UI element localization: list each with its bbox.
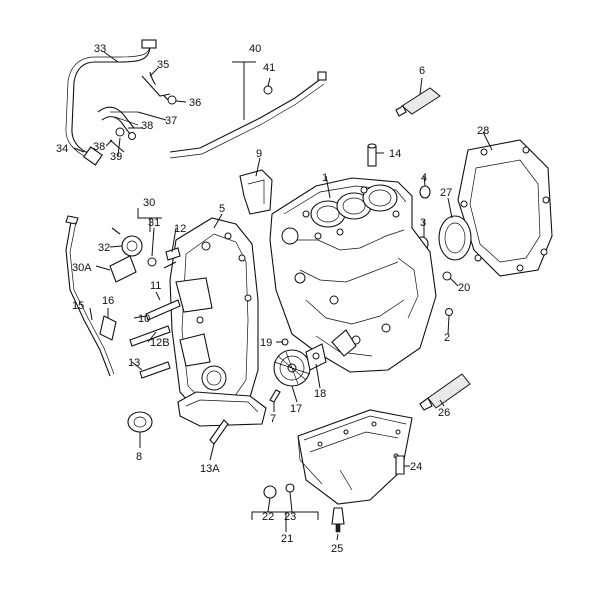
callout-9: 9: [256, 148, 262, 160]
breather-hose-assembly[interactable]: [65, 39, 177, 166]
callout-14: 14: [389, 148, 401, 160]
callout-20: 20: [458, 282, 470, 294]
sensor-bracket-9[interactable]: [239, 169, 273, 215]
callout-15: 15: [72, 300, 84, 312]
callout-36: 36: [189, 97, 201, 109]
callout-1: 1: [322, 172, 328, 184]
callout-25: 25: [331, 543, 343, 555]
callout-32: 32: [98, 242, 110, 254]
sealant-tube-26[interactable]: [419, 373, 471, 411]
callout-41: 41: [263, 62, 275, 74]
oil-dipstick[interactable]: [65, 215, 115, 377]
callout-39: 39: [110, 151, 122, 163]
bolt-24[interactable]: [395, 455, 405, 475]
callout-17: 17: [290, 403, 302, 415]
oil-pan[interactable]: [297, 409, 413, 505]
callout-8: 8: [136, 451, 142, 463]
callout-27: 27: [440, 187, 452, 199]
housing-30[interactable]: [109, 227, 181, 283]
callout-31: 31: [148, 217, 160, 229]
callout-13a: 13A: [200, 463, 220, 475]
callout-37: 37: [165, 115, 177, 127]
callout-40: 40: [249, 43, 261, 55]
callout-35: 35: [157, 59, 169, 71]
callout-18: 18: [314, 388, 326, 400]
lower-timing-cover[interactable]: [177, 391, 267, 427]
callout-30a: 30A: [72, 262, 92, 274]
callout-23: 23: [284, 511, 296, 523]
callout-13: 13: [128, 357, 140, 369]
callout-28: 28: [477, 125, 489, 137]
callout-7: 7: [270, 413, 276, 425]
bolt-2-20[interactable]: [442, 271, 453, 316]
callout-19: 19: [260, 337, 272, 349]
drain-plug-22-23[interactable]: [263, 483, 295, 499]
sensor-25[interactable]: [331, 507, 345, 533]
callout-12: 12: [174, 223, 186, 235]
leader-lines: [73, 51, 493, 541]
callout-6: 6: [419, 65, 425, 77]
bolt-group-timing-cover[interactable]: [129, 261, 281, 445]
callout-3: 3: [420, 217, 426, 229]
callout-2: 2: [444, 332, 450, 344]
callout-4: 4: [421, 172, 427, 184]
callout-labels: 33 35 36 37 38 38 39 34 40 41 6 28 14 9 …: [56, 43, 489, 555]
callout-38-top: 38: [141, 120, 153, 132]
callout-21: 21: [281, 533, 293, 545]
callout-11: 11: [150, 280, 161, 292]
rear-cover-plate[interactable]: [457, 139, 553, 277]
sealant-tube-6[interactable]: [395, 87, 441, 117]
dipstick-guide-16[interactable]: [99, 315, 117, 341]
tensioner-18[interactable]: [305, 343, 327, 371]
callout-22: 22: [262, 511, 274, 523]
sprocket-17[interactable]: [273, 349, 311, 387]
timing-cover[interactable]: [169, 217, 259, 415]
callout-16: 16: [102, 295, 114, 307]
callout-33: 33: [94, 43, 106, 55]
callout-12b: 12B: [150, 337, 170, 349]
callout-26: 26: [438, 407, 450, 419]
crankshaft-seal-27[interactable]: [438, 215, 472, 261]
shaft-seal-8[interactable]: [127, 411, 153, 433]
breather-pipe-40[interactable]: [169, 61, 327, 159]
callout-24: 24: [410, 461, 422, 473]
callout-30: 30: [143, 197, 155, 209]
dowel-pin-14[interactable]: [367, 143, 377, 167]
callout-10: 10: [138, 313, 150, 325]
engine-block[interactable]: [269, 177, 437, 373]
callout-38-left: 38: [93, 141, 105, 153]
callout-5: 5: [219, 203, 225, 215]
callout-34: 34: [56, 143, 68, 155]
